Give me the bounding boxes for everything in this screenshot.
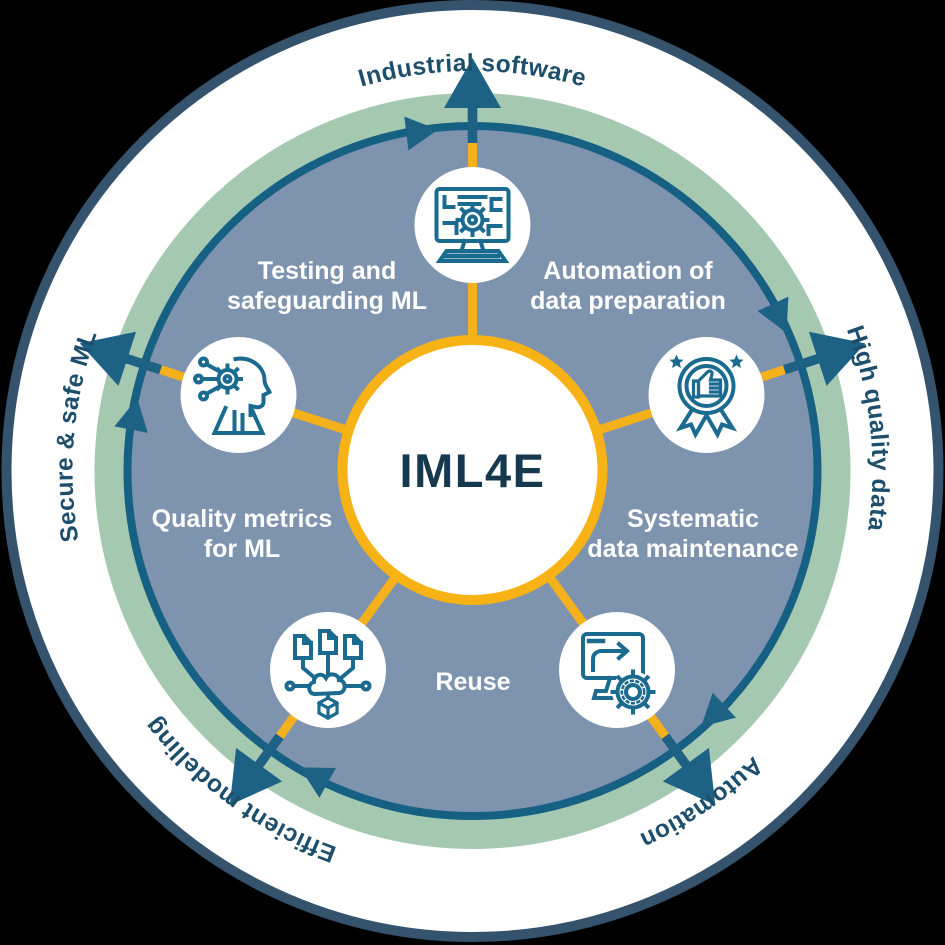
sector-label-systematic-data-maintenance: Systematic data maintenance xyxy=(587,505,798,563)
sector-label-reuse: Reuse xyxy=(435,668,510,696)
clockwise-arrowhead xyxy=(299,767,336,798)
svg-text:Systematic: Systematic xyxy=(627,505,759,533)
outward-arrow-bottom-left xyxy=(229,733,336,806)
node-documents-network xyxy=(270,612,386,728)
clockwise-arrowhead xyxy=(404,116,439,151)
svg-text:data preparation: data preparation xyxy=(530,287,726,315)
clockwise-arrowhead xyxy=(114,398,148,433)
outward-arrow-right xyxy=(757,296,866,386)
svg-text:Reuse: Reuse xyxy=(435,668,510,696)
outward-arrow-top xyxy=(404,58,501,151)
svg-text:safeguarding ML: safeguarding ML xyxy=(227,287,427,315)
industrial-software-monitor-icon xyxy=(434,187,511,263)
documents-network-icon xyxy=(284,629,372,720)
outward-arrow-bottom-right xyxy=(661,692,736,806)
sector-labels: Testing and safeguarding ML Automation o… xyxy=(152,257,799,696)
node-quality-badge xyxy=(648,337,765,453)
sector-label-testing-safeguarding: Testing and safeguarding ML xyxy=(227,257,427,315)
node-circle xyxy=(559,612,675,728)
clockwise-arrowhead xyxy=(757,296,789,333)
svg-text:data maintenance: data maintenance xyxy=(587,535,798,563)
sector-label-quality-metrics: Quality metrics for ML xyxy=(152,505,333,563)
svg-text:Quality metrics: Quality metrics xyxy=(152,505,333,533)
flow-arrows xyxy=(79,58,866,806)
svg-text:for ML: for ML xyxy=(204,535,280,563)
center-circle xyxy=(337,335,608,605)
sector-label-automation-data-preparation: Automation of data preparation xyxy=(530,257,726,315)
outward-arrow-left xyxy=(79,331,163,433)
clockwise-arrowhead xyxy=(700,692,736,727)
node-circle xyxy=(180,337,297,453)
node-industrial-software xyxy=(414,167,531,283)
center-node: IML4E xyxy=(337,335,608,605)
node-ai-head xyxy=(180,337,297,453)
svg-text:Testing and: Testing and xyxy=(258,257,396,285)
svg-text:Automation of: Automation of xyxy=(543,257,713,285)
center-title: IML4E xyxy=(400,444,546,497)
node-automation-process xyxy=(559,612,675,728)
quality-badge-thumbs-up-icon xyxy=(669,354,744,439)
ai-head-gear-icon xyxy=(193,356,272,435)
automation-process-gear-icon xyxy=(581,632,656,715)
